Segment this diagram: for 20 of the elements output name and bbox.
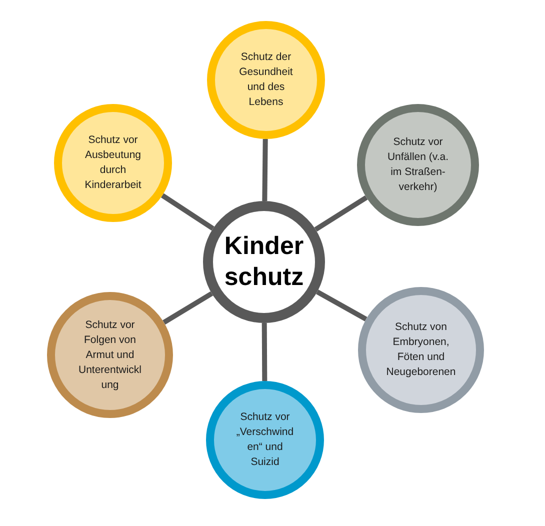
connector-line (316, 290, 368, 322)
topic-label: Schutz vor Ausbeutung durch Kinderarbeit (84, 133, 142, 193)
connector-line (262, 138, 268, 202)
topic-circle (206, 381, 324, 499)
topic-circle (358, 287, 484, 413)
connector-line (314, 195, 368, 232)
topic-label: Schutz der Gesundheit und des Lebens (238, 50, 294, 110)
topic-circle (207, 21, 325, 139)
hub-title: Kinder schutz (223, 231, 305, 293)
hub-circle (203, 201, 325, 323)
topic-label: Schutz vor Unfällen (v.a. im Straßen- verkehr) (386, 135, 450, 195)
connector-line (162, 291, 214, 325)
topic-circle (54, 104, 172, 222)
topic-label: Schutz vor Folgen von Armut und Unterentwickl ung (77, 318, 143, 392)
topic-label: Schutz vor „Verschwind en“ und Suizid (235, 410, 295, 470)
topic-circle (357, 104, 479, 226)
connector-line (160, 193, 214, 231)
topic-label: Schutz von Embryonen, Föten und Neugeborenen (385, 320, 457, 380)
topic-circle (47, 292, 173, 418)
connector-line (262, 323, 268, 382)
